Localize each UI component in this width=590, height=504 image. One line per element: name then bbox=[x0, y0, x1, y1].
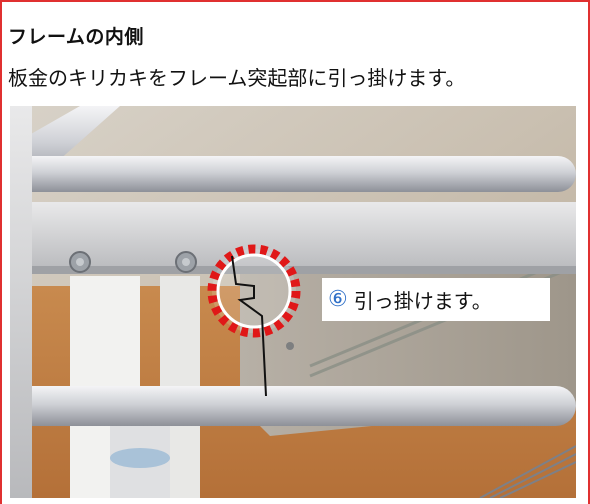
section-heading: フレームの内側 bbox=[8, 26, 144, 48]
step-number: ⑥ bbox=[328, 287, 348, 312]
step-callout: ⑥ 引っ掛けます。 bbox=[322, 278, 550, 321]
instruction-text: 板金のキリカキをフレーム突起部に引っ掛けます。 bbox=[8, 66, 466, 90]
frame-photo bbox=[10, 106, 576, 498]
callout-text: 引っ掛けます。 bbox=[353, 289, 492, 313]
notch-outline bbox=[231, 255, 267, 397]
